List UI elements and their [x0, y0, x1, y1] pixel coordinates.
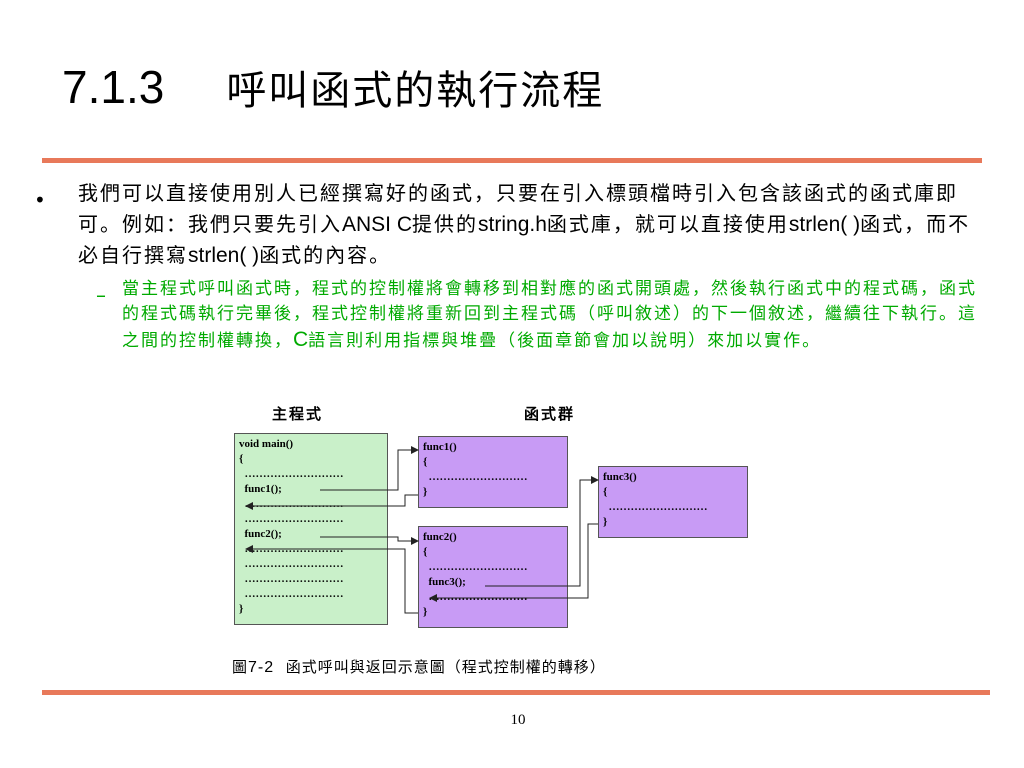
- func2-code: func2() { ……………………… func3(); ……………………… }: [423, 531, 528, 618]
- arrow-call-func3: [485, 476, 599, 587]
- title-divider: [42, 158, 982, 163]
- arrow-return-func1: [245, 494, 418, 510]
- func1-code: func1() { ……………………… }: [423, 441, 528, 498]
- figure-caption: 圖7-2 函式呼叫與返回示意圖（程式控制權的轉移）: [232, 658, 606, 676]
- arrow-call-func1: [320, 446, 419, 491]
- main-program-box: void main() { ……………………… func1(); ……………………: [234, 433, 388, 625]
- func1-box: func1() { ……………………… }: [418, 436, 568, 508]
- section-number: 7.1.3: [62, 61, 165, 113]
- sub-bullet-paragraph: 當主程式呼叫函式時，程式的控制權將會轉移到相對應的函式開頭處，然後執行函式中的程…: [122, 279, 977, 351]
- footer-divider: [42, 690, 990, 695]
- func3-code: func3() { ……………………… }: [603, 471, 708, 528]
- func2-box: func2() { ……………………… func3(); ……………………… }: [418, 526, 568, 628]
- arrow-return-func2: [245, 545, 418, 614]
- page-number: 10: [510, 712, 526, 728]
- bullet-marker: •: [34, 188, 46, 212]
- bullet-paragraph: 我們可以直接使用別人已經撰寫好的函式，只要在引入標頭檔時引入包含該函式的函式庫即…: [78, 181, 971, 267]
- sub-bullet-marker: –: [96, 283, 106, 307]
- section-title: 呼叫函式的執行流程: [226, 68, 605, 114]
- arrow-return-func3: [429, 523, 598, 602]
- main-code: void main() { ……………………… func1(); ……………………: [239, 438, 344, 615]
- function-group-label: 函式群: [524, 405, 576, 423]
- main-program-label: 主程式: [272, 405, 324, 423]
- arrow-call-func2: [320, 536, 419, 545]
- func3-box: func3() { ……………………… }: [598, 466, 748, 538]
- slide-title: 7.1.3 呼叫函式的執行流程: [62, 55, 604, 119]
